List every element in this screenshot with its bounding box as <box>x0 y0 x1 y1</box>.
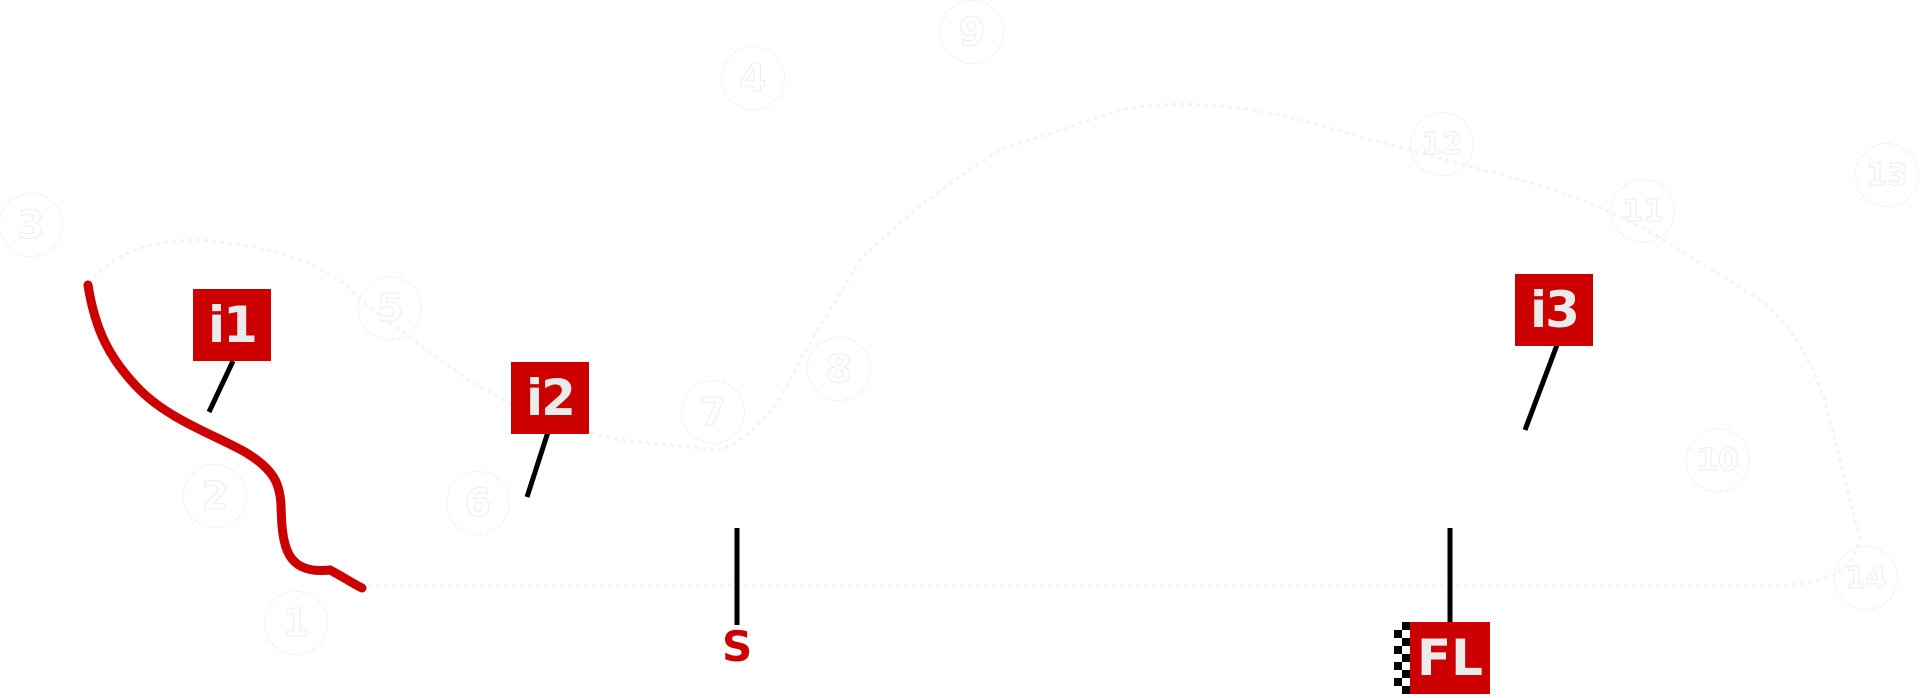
intermediate-1-flag: i1 <box>193 289 271 361</box>
highlighted-sector <box>83 280 367 593</box>
start-label: S <box>722 622 753 671</box>
i3-marker-line <box>1522 344 1560 431</box>
turn-3-label: 3 <box>0 193 63 257</box>
finish-line-flag: FL <box>1410 622 1490 694</box>
checkered-flag-icon <box>1394 622 1410 694</box>
intermediate-2-flag: i2 <box>511 362 589 434</box>
turn-8-label: 8 <box>807 337 871 401</box>
turn-1-label: 1 <box>264 591 328 655</box>
turn-9-label: 9 <box>940 0 1004 64</box>
turn-7-label: 7 <box>681 380 745 444</box>
turn-12-label: 12 <box>1410 112 1474 176</box>
turn-5-label: 5 <box>358 276 422 340</box>
track-outline <box>86 102 1862 587</box>
turn-6-label: 6 <box>446 471 510 535</box>
i1-marker-line <box>206 359 236 414</box>
intermediate-3-flag: i3 <box>1515 274 1593 346</box>
turn-11-label: 11 <box>1611 179 1675 243</box>
turn-2-label: 2 <box>183 464 247 528</box>
turn-4-label: 4 <box>721 46 785 110</box>
i2-marker-line <box>524 431 551 498</box>
turn-13-label: 13 <box>1855 143 1919 207</box>
turn-14-label: 14 <box>1834 546 1898 610</box>
turn-10-label: 10 <box>1686 428 1750 492</box>
